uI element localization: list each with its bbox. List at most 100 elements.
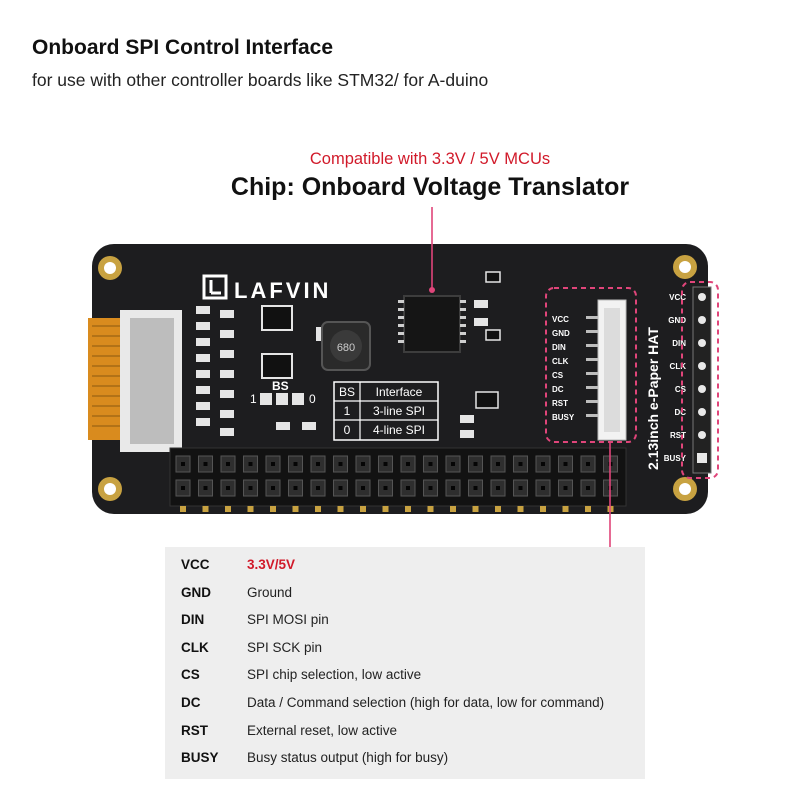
bs-interface-table: BS Interface 1 3-line SPI 0 4-line SPI	[333, 381, 439, 441]
svg-text:VCC: VCC	[669, 293, 686, 302]
table-row: CS SPI chip selection, low active	[165, 665, 645, 685]
transistors	[475, 271, 501, 409]
gpio-pin-tail	[585, 506, 591, 512]
gpio-pin-hole	[316, 462, 320, 466]
table-row: DIN SPI MOSI pin	[165, 610, 645, 630]
gpio-pin-tail	[382, 506, 389, 512]
gpio-pin-hole	[271, 462, 275, 466]
svg-text:DIN: DIN	[552, 343, 566, 352]
pin-description: Ground	[247, 584, 293, 600]
gpio-header	[169, 447, 627, 512]
chip-callout-dot	[429, 287, 435, 293]
table-row: GND Ground	[165, 583, 645, 603]
gpio-pin-tail	[450, 506, 456, 512]
gpio-pin-hole	[473, 486, 478, 490]
gpio-pin-hole	[518, 486, 523, 490]
table-row: VCC 3.3V/5V	[165, 555, 645, 575]
gpio-pin-hole	[338, 486, 343, 490]
gpio-pin-tail	[337, 506, 344, 512]
gpio-pin-hole	[338, 462, 343, 466]
pin-description: SPI chip selection, low active	[247, 667, 422, 683]
inductor: 680	[321, 321, 371, 371]
svg-text:CS: CS	[675, 385, 687, 394]
gpio-pin-hole	[496, 462, 500, 466]
gpio-pin-tail	[472, 506, 479, 512]
page-heading: Onboard SPI Control Interface	[32, 36, 334, 59]
pin-name: VCC	[181, 557, 210, 572]
brand-logo: LAFVIN	[202, 274, 328, 303]
gpio-pin-hole	[248, 486, 253, 490]
fpc-connector	[88, 310, 182, 452]
pin-name: DC	[181, 695, 201, 710]
gpio-pin-hole	[203, 462, 208, 466]
bs-table-cell: 0	[344, 423, 351, 437]
gpio-pin-tail	[270, 506, 276, 512]
compatibility-note: Compatible with 3.3V / 5V MCUs	[309, 150, 551, 168]
page-subheading: for use with other controller boards lik…	[32, 70, 489, 90]
mounting-hole	[98, 256, 122, 280]
gpio-pin-hole	[181, 486, 185, 490]
gpio-pin-hole	[406, 462, 410, 466]
bs-table-header-bs: BS	[339, 385, 355, 399]
svg-text:VCC: VCC	[552, 315, 569, 324]
gpio-pin-hole	[293, 462, 298, 466]
gpio-pin-tail	[495, 506, 501, 512]
gpio-pin-tail	[202, 506, 209, 512]
gpio-pin-tail	[562, 506, 569, 512]
gpio-pin-tail	[517, 506, 524, 512]
pin-name: DIN	[181, 612, 205, 628]
model-name: 2.13inch e-Paper HAT	[645, 327, 661, 470]
gpio-pin-hole	[586, 462, 590, 466]
pin-name: CS	[181, 667, 200, 683]
pin-name: CLK	[181, 639, 209, 655]
gpio-pin-hole	[383, 486, 388, 490]
side-pin-header	[692, 286, 712, 474]
bs-table-cell: 4-line SPI	[373, 423, 425, 437]
gpio-pin-hole	[203, 486, 208, 490]
bs-right-value: 0	[309, 392, 316, 406]
gpio-pin-hole	[428, 486, 433, 490]
spi-connector	[586, 299, 627, 441]
gpio-pin-tail	[540, 506, 546, 512]
gpio-pin-hole	[496, 486, 500, 490]
chip-title: Chip: Onboard Voltage Translator	[230, 173, 630, 201]
mounting-hole	[98, 477, 122, 501]
pin-description: SPI MOSI pin	[247, 612, 329, 628]
pin-description: External reset, low active	[247, 722, 398, 738]
svg-text:RST: RST	[670, 431, 686, 440]
gpio-pin-hole	[451, 486, 455, 490]
svg-text:GND: GND	[668, 316, 686, 325]
bs-table-header-interface: Interface	[376, 385, 423, 399]
connector-callout-box	[545, 287, 637, 443]
svg-text:DC: DC	[552, 385, 564, 394]
gpio-pin-tail	[225, 506, 231, 512]
pcb-board	[92, 244, 708, 514]
gpio-pin-hole	[361, 486, 365, 490]
bs-label: BS	[272, 379, 289, 393]
gpio-pin-hole	[428, 462, 433, 466]
gpio-pin-hole	[451, 462, 455, 466]
gpio-pin-tail	[292, 506, 299, 512]
bs-table-cell: 1	[344, 404, 351, 418]
svg-text:GND: GND	[552, 329, 570, 338]
gpio-pin-hole	[563, 462, 568, 466]
smd-components	[196, 300, 488, 438]
gpio-pin-tail	[405, 506, 411, 512]
svg-text:BUSY: BUSY	[552, 413, 575, 422]
gpio-pin-hole	[316, 486, 320, 490]
bs-jumper-pads	[260, 393, 304, 405]
gpio-pin-hole	[226, 486, 230, 490]
gpio-pin-hole	[181, 462, 185, 466]
pin-name: GND	[181, 584, 211, 600]
svg-text:BUSY: BUSY	[664, 454, 687, 463]
mounting-hole	[673, 477, 697, 501]
pin-description: Data / Command selection (high for data,…	[247, 695, 605, 710]
gpio-pin-hole	[541, 486, 545, 490]
gpio-pin-hole	[586, 486, 590, 490]
pin-description: 3.3V/5V	[247, 557, 296, 572]
gpio-pin-hole	[383, 462, 388, 466]
gpio-pin-hole	[473, 462, 478, 466]
